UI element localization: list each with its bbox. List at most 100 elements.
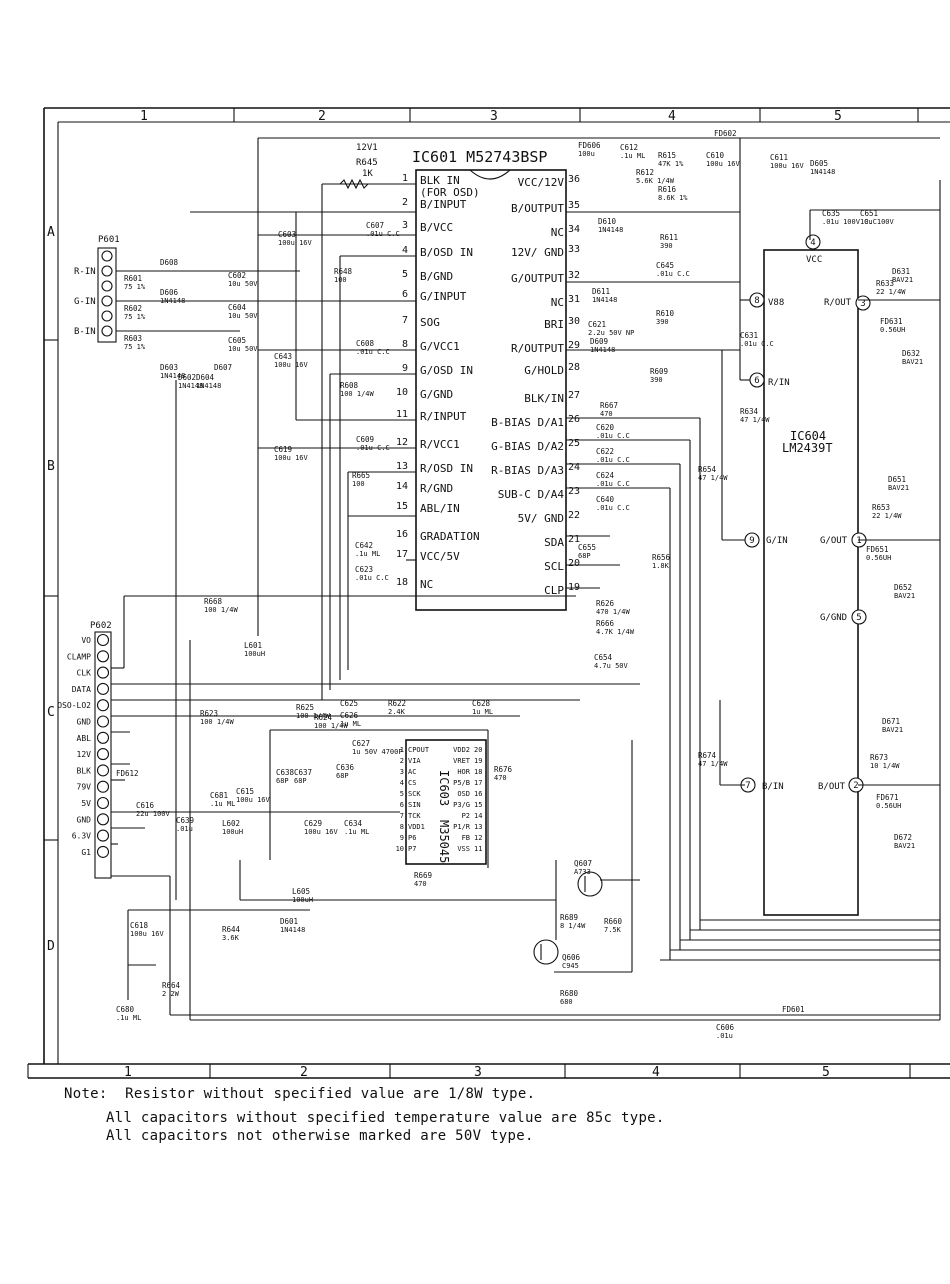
note-line: All capacitors not otherwise marked are … xyxy=(106,1128,534,1144)
component-value: 100u 16V xyxy=(304,828,339,836)
component-value: 47 1/4W xyxy=(698,760,728,768)
component-value: BAV21 xyxy=(894,842,915,850)
component-ref: FD601 xyxy=(782,1005,805,1014)
component-value: .1u ML xyxy=(210,800,235,808)
component-value: 0.56UH xyxy=(866,554,891,562)
ic601-pin-name: G/VCC1 xyxy=(420,340,460,353)
component-ref: D604 xyxy=(196,373,215,382)
transistor-q606 xyxy=(533,939,559,965)
ic601-pin-name: 12V/ GND xyxy=(511,246,564,259)
component-ref: C645 xyxy=(656,261,674,270)
component-value: 68P xyxy=(578,552,591,560)
component-ref: D631 xyxy=(892,267,910,276)
component-value: .01u C.C xyxy=(740,340,774,348)
component-ref: R608 xyxy=(340,381,359,390)
component-value: 68P xyxy=(276,777,289,785)
component-ref: R615 xyxy=(658,151,676,160)
col-label-bottom: 5 xyxy=(822,1065,830,1080)
component-value: 0.56UH xyxy=(880,326,905,334)
col-label-bottom: 4 xyxy=(652,1065,660,1080)
component-ref: C638 xyxy=(276,768,295,777)
ic601-pin-number: 1 xyxy=(402,173,408,184)
ic601-pin-name: G/INPUT xyxy=(420,290,467,303)
col-label-bottom: 3 xyxy=(474,1065,482,1080)
note-line: All capacitors without specified tempera… xyxy=(106,1110,665,1126)
component-ref: C607 xyxy=(366,221,384,230)
component-value: 100u 16V xyxy=(274,454,309,462)
ic601-pin-name: R-BIAS D/A3 xyxy=(491,464,564,477)
component-ref: FD602 xyxy=(714,129,737,138)
ic601-pin-name: CLP xyxy=(544,584,564,597)
component-ref: R625 xyxy=(296,703,314,712)
p602-pin xyxy=(96,796,110,810)
ic603-pin-number: 4 xyxy=(400,779,404,787)
component-ref: R653 xyxy=(872,503,890,512)
ic604-pin-name: G/IN xyxy=(766,536,788,546)
col-label-top: 3 xyxy=(490,109,498,124)
component-ref: R626 xyxy=(596,599,615,608)
component-ref: C626 xyxy=(340,711,359,720)
p602-pin-label: CLK xyxy=(77,669,92,678)
ic601-pin-name: B/GND xyxy=(420,270,453,283)
ic603-pin-number: 1 xyxy=(400,746,404,754)
component-value: 100 1/4W xyxy=(200,718,235,726)
ic603-part: M35045 xyxy=(437,820,451,863)
component-value: BAV21 xyxy=(894,592,915,600)
p601-pin-label: B-IN xyxy=(74,327,96,337)
component-ref: R665 xyxy=(352,471,370,480)
ic603-pin-number: 11 xyxy=(474,845,482,853)
ic604-pin-name: R/OUT xyxy=(824,298,852,308)
component-ref: C605 xyxy=(228,336,246,345)
ic603-pin-number: 19 xyxy=(474,757,482,765)
component-value: 100uH xyxy=(222,828,243,836)
component-ref: R612 xyxy=(636,168,654,177)
ic601-pin-number: 26 xyxy=(568,414,580,425)
component-value: 3.6K xyxy=(222,934,240,942)
ic601-pin-number: 33 xyxy=(568,244,580,255)
component-value: 100 1/4W xyxy=(340,390,375,398)
p601-label: P601 xyxy=(98,235,120,245)
component-ref: L605 xyxy=(292,887,310,896)
ic603-pin-number: 3 xyxy=(400,768,404,776)
ic603-pin-number: 20 xyxy=(474,746,482,754)
component-ref: C608 xyxy=(356,339,375,348)
ic601-pin-number: 30 xyxy=(568,316,580,327)
ic603-pin-name: VDD2 xyxy=(453,746,470,754)
component-value: 1.8K xyxy=(652,562,670,570)
p602-pin-label: G1 xyxy=(81,848,91,857)
component-value: 390 xyxy=(656,318,669,326)
component-value: .1u ML xyxy=(620,152,645,160)
component-ref: R622 xyxy=(388,699,406,708)
component-ref: C640 xyxy=(596,495,615,504)
component-ref: C625 xyxy=(340,699,358,708)
ic604-pin-number: 2 xyxy=(853,781,858,791)
component-value: 100u 16V xyxy=(770,162,805,170)
ic601-pin-number: 21 xyxy=(568,534,580,545)
component-value: 5.6K 1/4W xyxy=(636,177,675,185)
ic601-pin-name: B/VCC xyxy=(420,221,453,234)
component-ref: C624 xyxy=(596,471,615,480)
component-value: 22 1/4W xyxy=(876,288,906,296)
p602-pin-label: 6.3V xyxy=(72,832,91,841)
component-ref: D671 xyxy=(882,717,900,726)
component-ref: C622 xyxy=(596,447,614,456)
ic603-pin-name: CPOUT xyxy=(408,746,430,754)
component-value: 10 1/4W xyxy=(870,762,900,770)
component-ref: C637 xyxy=(294,768,312,777)
component-value: 2.2u 50V NP xyxy=(588,329,634,337)
p602-pin xyxy=(96,829,110,842)
component-ref: Q606 xyxy=(562,953,581,962)
component-ref: R611 xyxy=(660,233,678,242)
component-value: .01u C.C xyxy=(355,574,389,582)
ic601-pin-name: NC xyxy=(420,578,433,591)
component-value: 22 1/4W xyxy=(872,512,902,520)
ic601-pin-name: B-BIAS D/A1 xyxy=(491,416,564,429)
ic601-pin-number: 11 xyxy=(396,409,408,420)
ic601-pin-number: 14 xyxy=(396,481,408,492)
component-ref: R648 xyxy=(334,267,353,276)
component-value: 680 xyxy=(560,998,573,1006)
ic603-pin-number: 17 xyxy=(474,779,482,787)
component-value: 1N4148 xyxy=(598,226,623,234)
ic603-pin-number: 12 xyxy=(474,834,482,842)
component-value: 4.7K 1/4W xyxy=(596,628,635,636)
